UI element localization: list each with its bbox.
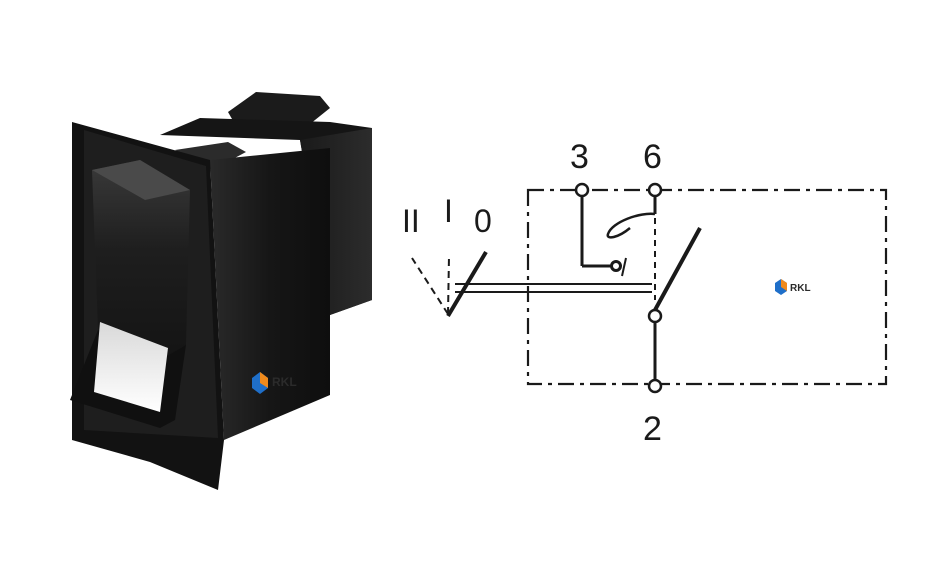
lever-position-I [447, 255, 450, 315]
position-II-label: II [402, 203, 420, 239]
terminal-2-node [647, 378, 663, 394]
rocker-switch-photo: RKL [70, 92, 372, 490]
dashed-enclosure [526, 188, 888, 386]
terminal-3-label: 3 [570, 138, 589, 176]
photo-brand-logo: RKL [252, 372, 297, 394]
lever-position-II [411, 257, 449, 315]
contact-3-tip [621, 257, 627, 277]
pivot-node [647, 308, 663, 324]
indicator-window [94, 322, 168, 412]
schematic-brand-logo: RKL [775, 279, 811, 295]
photo-watermark: RKL [272, 375, 297, 389]
schematic-watermark: RKL [790, 283, 811, 294]
moving-contact [653, 227, 702, 311]
rocker-actuator [70, 160, 190, 428]
position-I-label: I [444, 193, 453, 229]
terminal-3-node [574, 182, 590, 198]
contact-3-fixed [610, 260, 622, 272]
switch-schematic [411, 182, 888, 394]
terminal-6-node [647, 182, 663, 198]
terminal-6-label: 6 [643, 138, 662, 176]
lever-position-0 [446, 250, 488, 318]
position-0-label: 0 [474, 203, 492, 239]
contact-6-spring [606, 212, 656, 239]
terminal-2-label: 2 [643, 410, 662, 448]
switch-body-side [210, 148, 330, 440]
